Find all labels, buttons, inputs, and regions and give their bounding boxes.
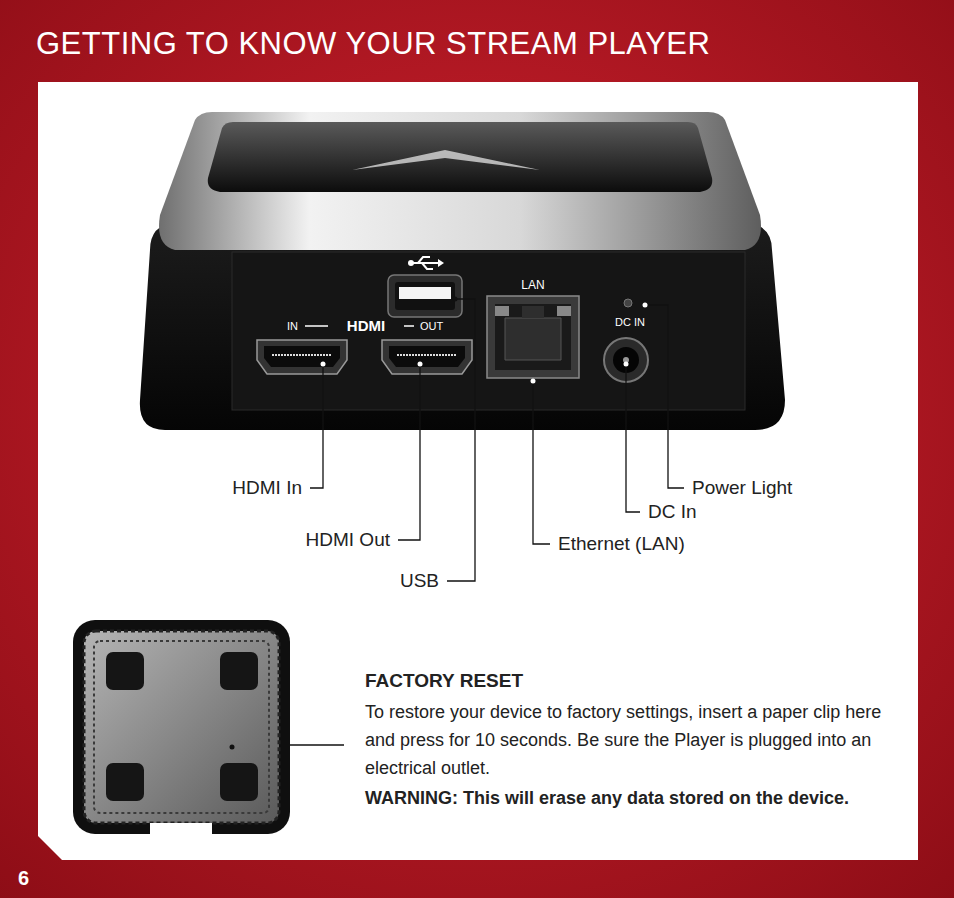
part-label: USB — [400, 570, 439, 592]
page-title: GETTING TO KNOW YOUR STREAM PLAYER — [36, 26, 710, 62]
hdmi-logo: HDMI — [347, 317, 385, 334]
content-panel — [38, 82, 918, 860]
part-label: Power Light — [692, 477, 792, 499]
page-number: 6 — [18, 867, 29, 890]
bottom-view — [73, 620, 290, 835]
part-label: HDMI Out — [306, 529, 390, 551]
port-marking: OUT — [420, 320, 443, 333]
part-label: DC In — [648, 501, 697, 523]
port-marking: DC IN — [615, 316, 645, 329]
leader-lines — [248, 299, 684, 745]
instruction-text: To restore your device to factory settin… — [365, 698, 885, 782]
port-marking: LAN — [521, 279, 544, 293]
port-marking: IN — [287, 320, 298, 333]
part-label: Ethernet (LAN) — [558, 533, 685, 555]
stream-player — [140, 112, 785, 430]
section-heading: FACTORY RESET — [365, 670, 523, 692]
part-label: HDMI In — [232, 477, 302, 499]
warning-text: WARNING: This will erase any data stored… — [365, 784, 885, 812]
